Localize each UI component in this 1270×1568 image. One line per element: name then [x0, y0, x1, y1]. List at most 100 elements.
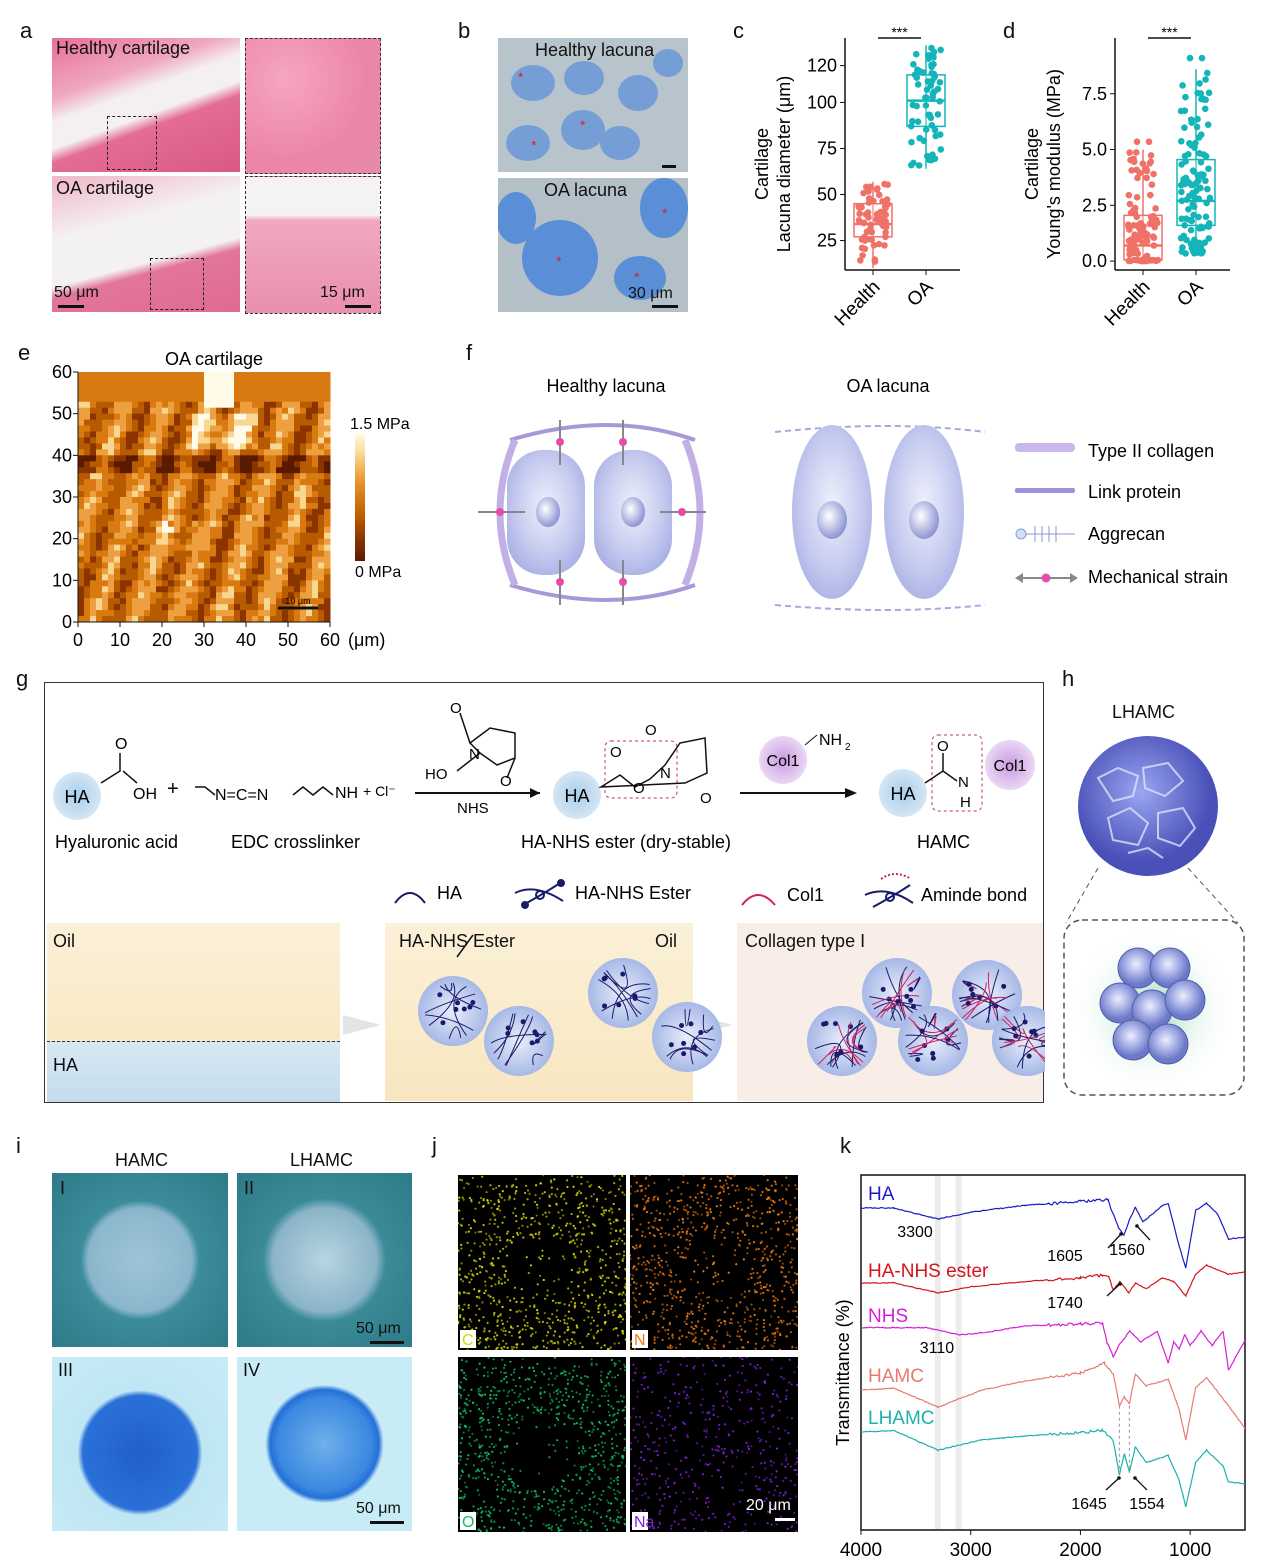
element-signal [614, 1451, 617, 1454]
heatmap-cell [282, 592, 289, 599]
element-signal [516, 1343, 519, 1346]
element-signal [789, 1331, 793, 1334]
element-signal [496, 1225, 500, 1228]
heatmap-cell [204, 592, 211, 599]
element-signal [476, 1489, 479, 1492]
element-signal [564, 1373, 567, 1377]
histology-healthy-overview [52, 38, 240, 172]
heatmap-cell [132, 407, 139, 415]
element-signal [523, 1390, 526, 1393]
heatmap-cell [234, 383, 241, 391]
heatmap-cell [288, 413, 295, 421]
element-signal [566, 1222, 569, 1225]
element-signal [600, 1370, 603, 1373]
heatmap-cell [300, 610, 307, 617]
heatmap-cell [246, 372, 253, 379]
element-signal [787, 1506, 790, 1509]
heatmap-cell [216, 425, 223, 433]
heatmap-cell [324, 574, 331, 581]
element-signal [520, 1398, 523, 1401]
heatmap-cell [252, 532, 259, 540]
heatmap-cell [270, 514, 277, 522]
element-signal [517, 1426, 520, 1430]
heatmap-cell [180, 419, 187, 427]
element-signal [549, 1327, 552, 1330]
element-signal [566, 1322, 569, 1325]
element-signal [548, 1392, 551, 1395]
element-signal [651, 1254, 654, 1257]
heatmap-cell [282, 508, 289, 516]
element-signal [618, 1464, 622, 1467]
element-signal [478, 1319, 481, 1322]
heatmap-cell [84, 562, 91, 569]
heatmap-cell [204, 383, 211, 391]
heatmap-cell [210, 502, 217, 510]
heatmap-cell [210, 532, 217, 540]
heatmap-cell [120, 550, 127, 558]
element-signal [572, 1521, 576, 1525]
heatmap-cell [198, 395, 205, 403]
element-signal [707, 1198, 710, 1201]
heatmap-cell [132, 526, 139, 534]
heatmap-cell [240, 586, 247, 593]
heatmap-cell [234, 556, 241, 563]
heatmap-cell [204, 413, 211, 421]
element-signal [583, 1261, 586, 1264]
element-signal [616, 1482, 619, 1486]
ha-legend-icon [394, 892, 426, 904]
heatmap-cell [306, 407, 313, 415]
heatmap-cell [90, 437, 97, 444]
element-signal [503, 1364, 506, 1367]
heatmap-cell [150, 395, 157, 403]
element-signal [555, 1417, 558, 1420]
element-signal [652, 1288, 655, 1292]
element-signal [478, 1493, 481, 1496]
element-signal [621, 1400, 624, 1403]
element-signal [739, 1239, 742, 1242]
element-signal [750, 1303, 753, 1306]
element-signal [766, 1522, 769, 1525]
element-signal [480, 1419, 484, 1422]
element-signal [651, 1283, 654, 1286]
element-signal [758, 1393, 761, 1396]
element-signal [566, 1326, 570, 1329]
heatmap-cell [132, 437, 139, 444]
element-signal [745, 1221, 749, 1225]
data-point [1126, 200, 1134, 208]
heatmap-cell [144, 604, 151, 611]
element-signal [577, 1365, 581, 1368]
heatmap-cell [120, 544, 127, 552]
heatmap-cell [222, 485, 229, 492]
data-point [1133, 213, 1141, 221]
heatmap-cell [306, 580, 313, 587]
element-signal [696, 1281, 699, 1284]
element-signal [772, 1345, 775, 1348]
element-signal [645, 1274, 648, 1278]
heatmap-cell [324, 592, 331, 599]
heatmap-cell [168, 383, 175, 391]
heatmap-cell [192, 538, 199, 546]
heatmap-cell [252, 550, 259, 558]
heatmap-cell [318, 431, 325, 438]
heatmap-cell [186, 485, 193, 492]
element-signal [461, 1280, 465, 1283]
heatmap-cell [192, 568, 199, 575]
element-signal [622, 1227, 625, 1230]
heatmap-cell [270, 383, 277, 391]
heatmap-cell [222, 532, 229, 540]
heatmap-cell [144, 419, 151, 427]
heatmap-cell [312, 526, 319, 534]
heatmap-cell [114, 616, 121, 623]
element-signal [612, 1426, 615, 1429]
heatmap-cell [162, 395, 169, 403]
element-signal [630, 1254, 632, 1257]
heatmap-cell [144, 598, 151, 605]
heatmap-cell [204, 604, 211, 611]
element-signal [555, 1499, 558, 1503]
element-signal [643, 1458, 646, 1462]
element-signal [474, 1207, 477, 1210]
element-signal [780, 1184, 784, 1187]
heatmap-cell [156, 586, 163, 593]
heatmap-cell [84, 556, 91, 563]
element-signal [663, 1284, 667, 1287]
